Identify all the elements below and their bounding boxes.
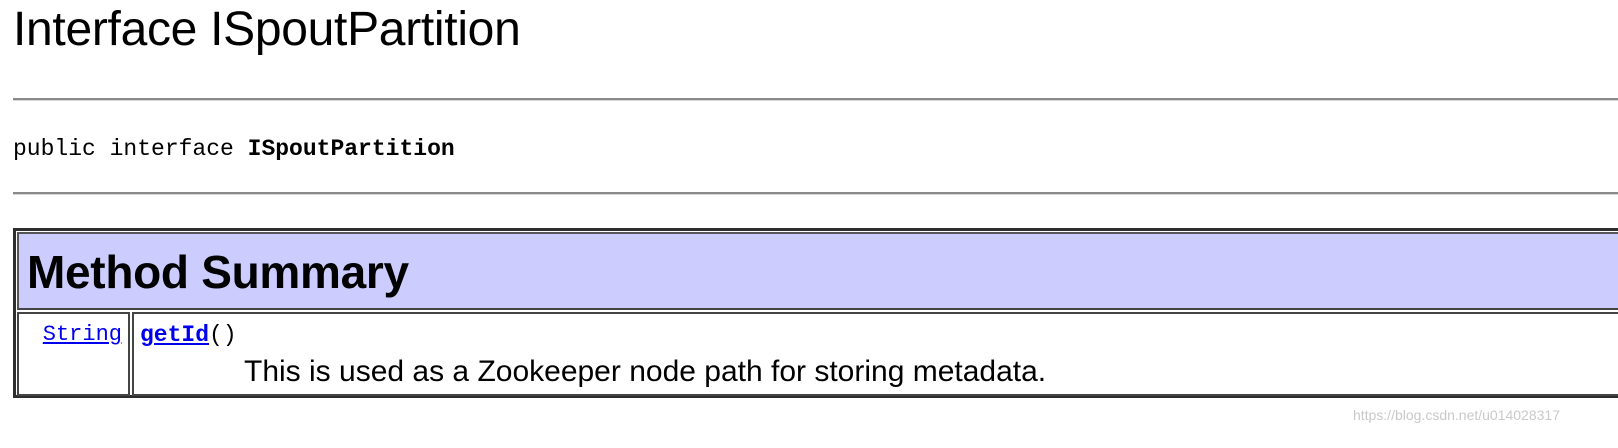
return-type-link[interactable]: String <box>42 322 122 347</box>
method-params: () <box>209 322 237 348</box>
top-divider <box>13 98 1618 101</box>
method-summary-header: Method Summary <box>17 232 1618 310</box>
return-type-cell: String <box>17 312 130 396</box>
page-title: Interface ISpoutPartition <box>13 3 521 56</box>
bottom-divider <box>13 192 1618 195</box>
watermark-text: https://blog.csdn.net/u014028317 <box>1352 407 1560 423</box>
method-description: This is used as a Zookeeper node path fo… <box>244 355 1047 388</box>
method-summary-title: Method Summary <box>27 246 409 298</box>
method-signature: getId() <box>140 320 237 350</box>
method-detail-cell: getId() This is used as a Zookeeper node… <box>132 312 1618 396</box>
declaration-interface-name: ISpoutPartition <box>247 136 455 162</box>
method-summary-table: Method Summary String getId() This is us… <box>13 228 1618 398</box>
declaration-modifiers: public interface <box>13 136 248 162</box>
method-name-link[interactable]: getId <box>140 322 210 348</box>
interface-declaration: public interface ISpoutPartition <box>13 134 455 164</box>
